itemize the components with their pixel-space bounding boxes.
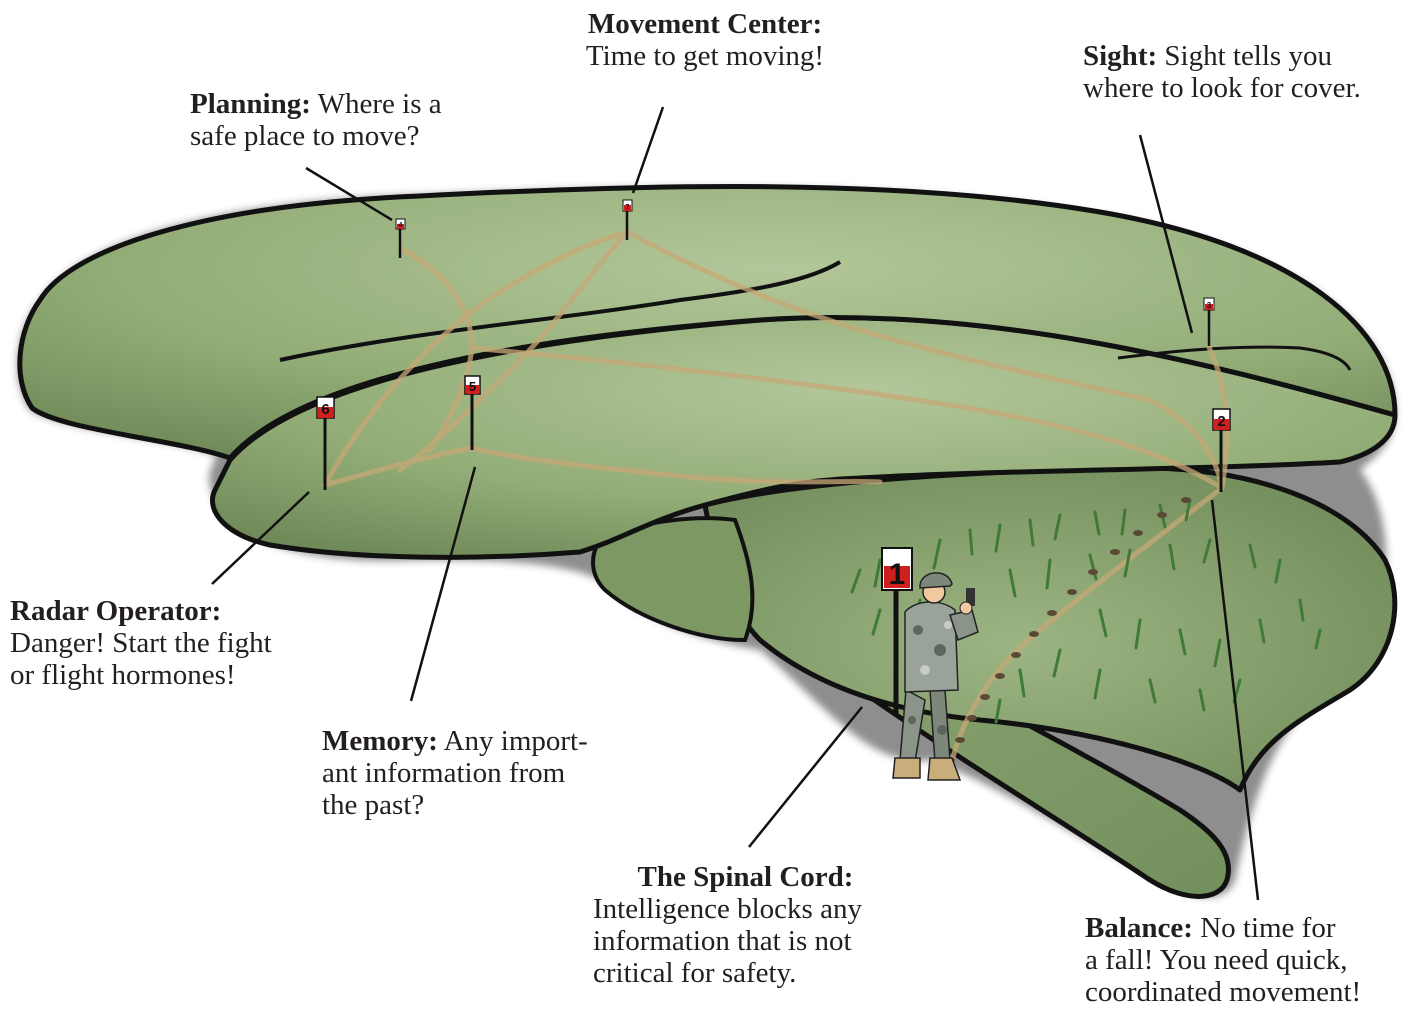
svg-text:3: 3 xyxy=(1207,301,1212,310)
label-radar-text: Danger! Start the fight or flight hormon… xyxy=(10,627,272,691)
label-planning: Planning: Where is a safe place to move? xyxy=(190,88,490,152)
leader-spinal xyxy=(749,707,862,847)
label-radar-title: Radar Operator: xyxy=(10,595,221,627)
svg-text:6: 6 xyxy=(321,401,329,418)
label-spinal-cord: The Spinal Cord: Intelligence blocks any… xyxy=(593,861,913,989)
label-radar-operator: Radar Operator: Danger! Start the fight … xyxy=(10,595,330,691)
label-spinal-title: The Spinal Cord: xyxy=(638,861,854,893)
svg-text:7: 7 xyxy=(626,204,630,211)
svg-text:1: 1 xyxy=(889,558,906,591)
label-planning-title: Planning: xyxy=(190,88,311,120)
svg-text:2: 2 xyxy=(1217,413,1225,430)
svg-text:5: 5 xyxy=(469,379,476,394)
svg-text:4: 4 xyxy=(399,222,403,229)
label-movement-title: Movement Center: xyxy=(588,8,822,40)
label-memory-title: Memory: xyxy=(322,725,438,757)
label-sight: Sight: Sight tells you where to look for… xyxy=(1083,40,1403,104)
label-balance: Balance: No time for a fall! You need qu… xyxy=(1085,912,1405,1008)
label-spinal-text: Intelligence blocks any information that… xyxy=(593,893,862,989)
label-movement-center: Movement Center: Time to get moving! xyxy=(560,8,850,72)
label-movement-text: Time to get moving! xyxy=(586,40,824,72)
label-balance-title: Balance: xyxy=(1085,912,1193,944)
label-memory: Memory: Any import- ant information from… xyxy=(322,725,642,821)
leader-movement xyxy=(633,107,663,193)
label-sight-title: Sight: xyxy=(1083,40,1157,72)
